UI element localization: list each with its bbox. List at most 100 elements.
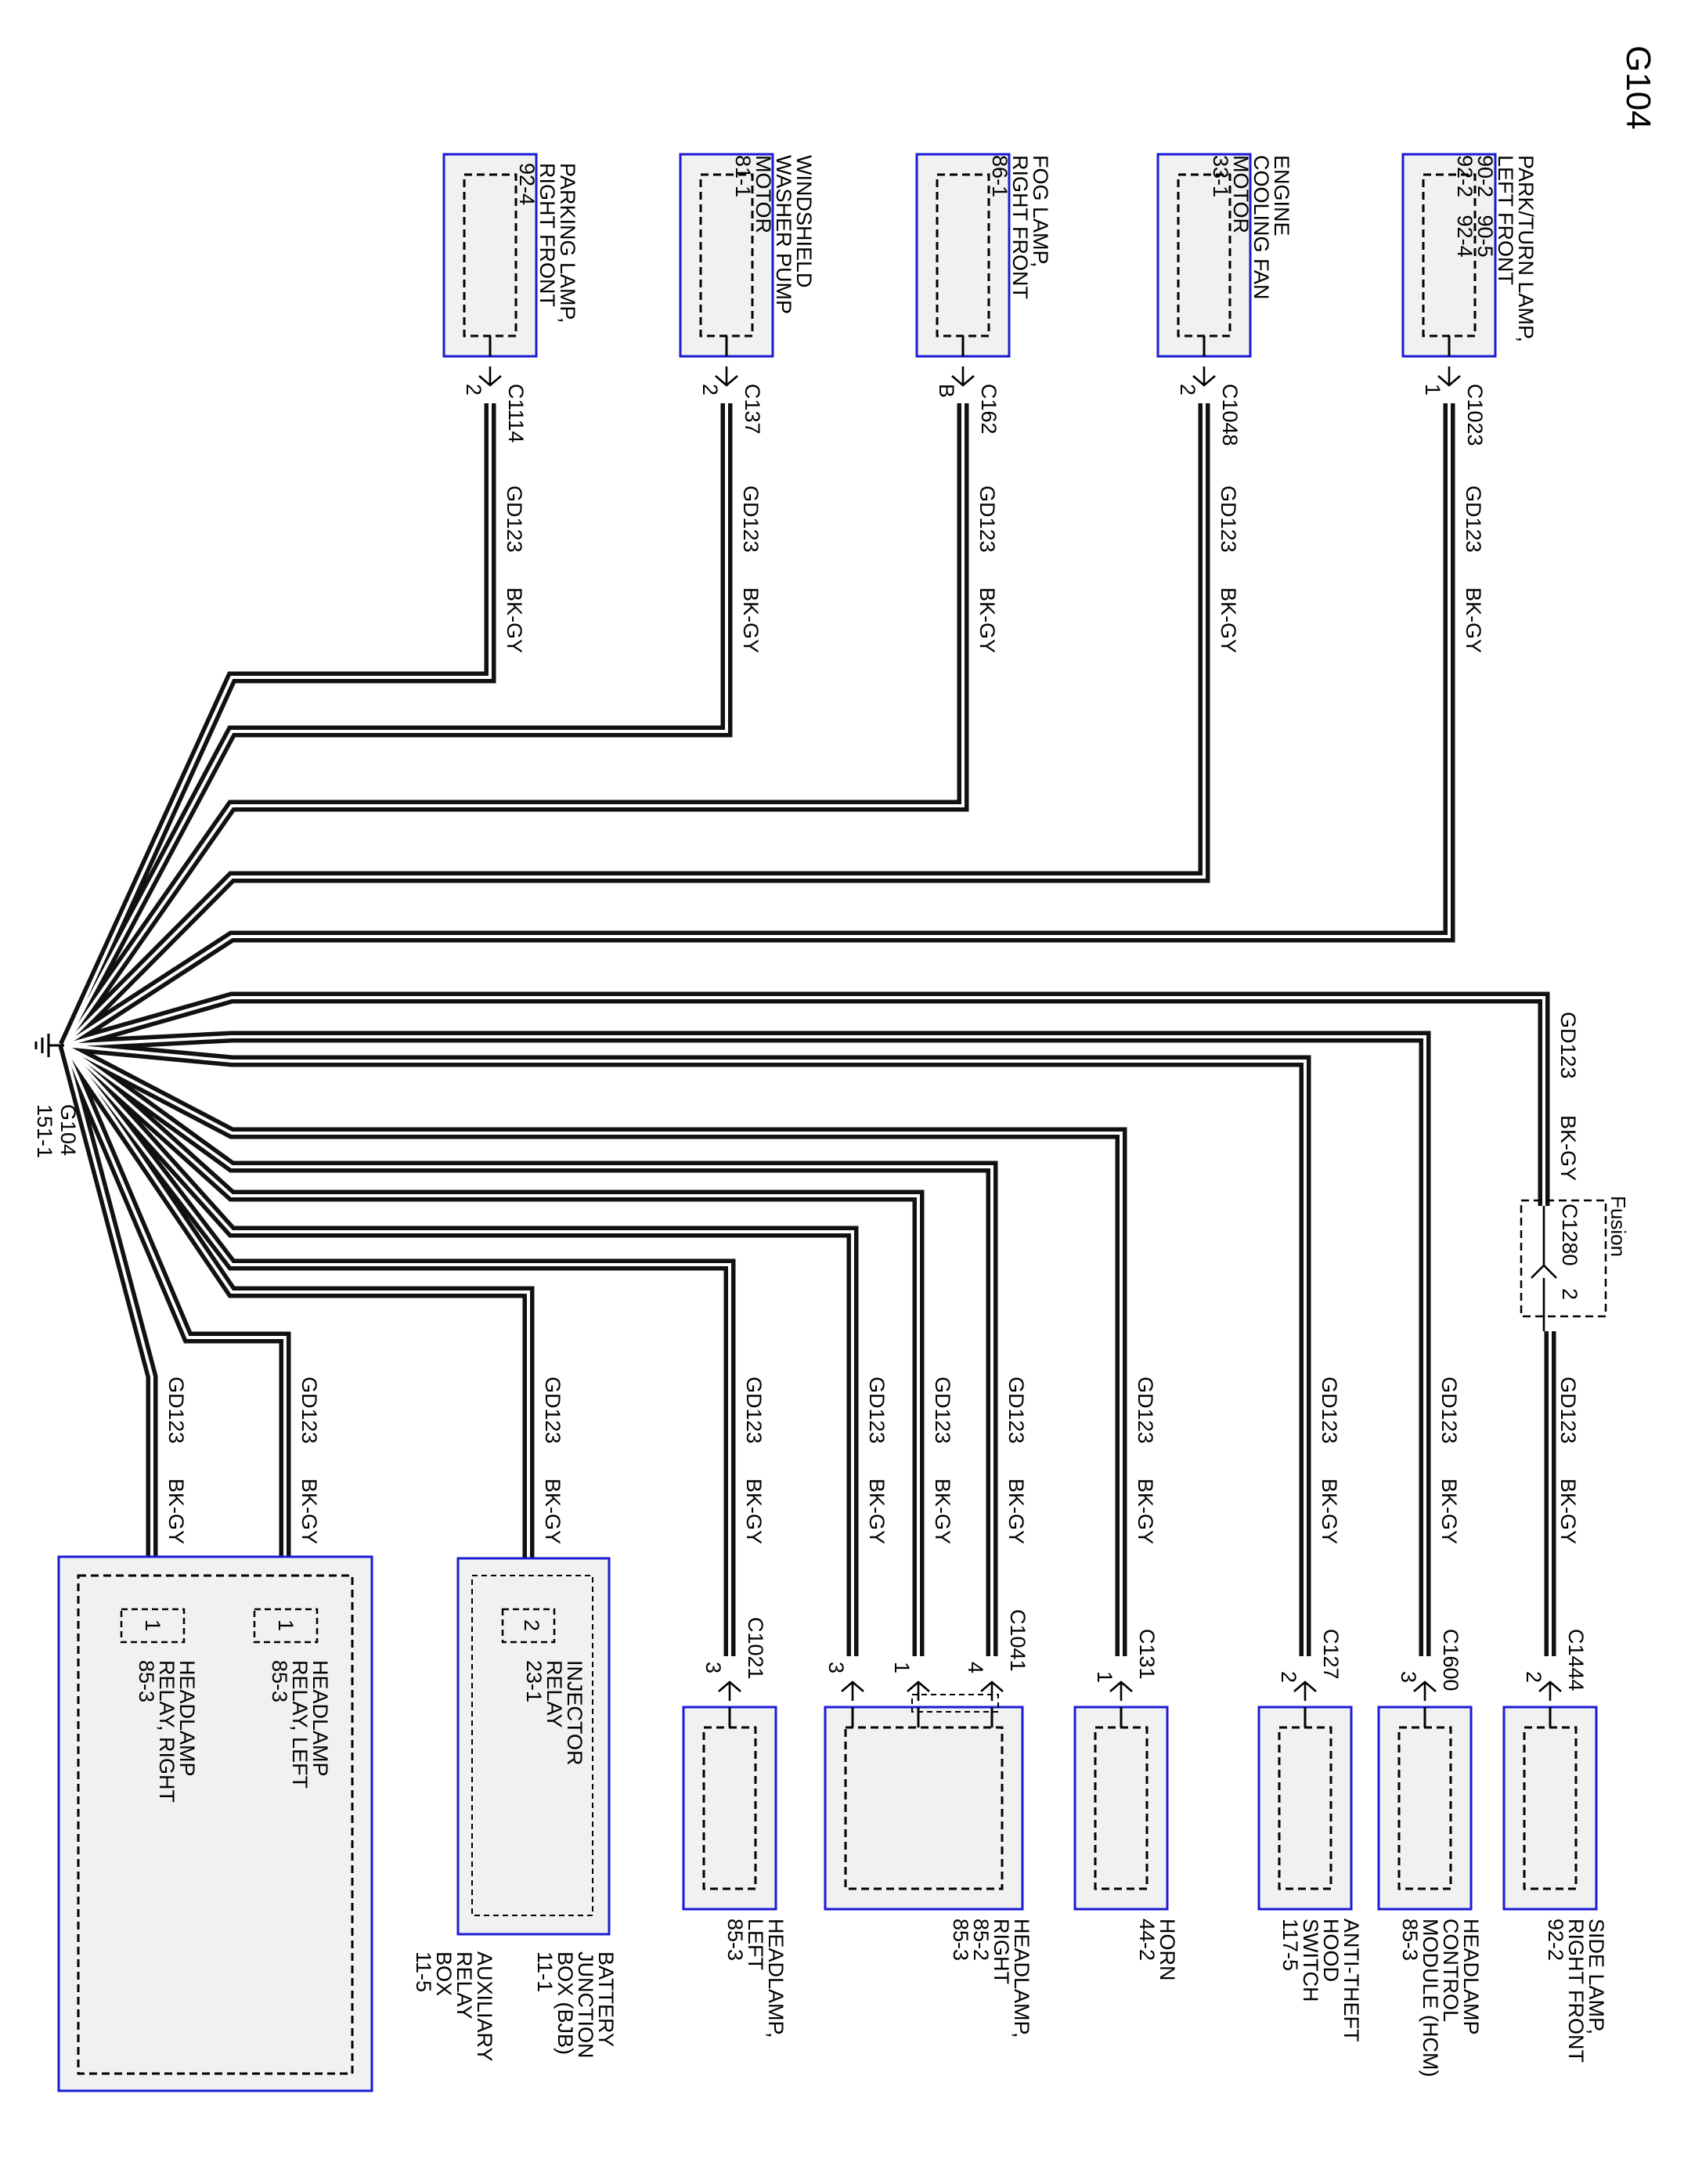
label-cooling-fan-line3: MOTOR — [1229, 155, 1253, 233]
wire-color-c1444: BK-GY — [1556, 1478, 1580, 1544]
wire-color-relay-left: BK-GY — [297, 1478, 321, 1544]
wire-color-c1280-upper: BK-GY — [1556, 1115, 1580, 1181]
wire-circuit-c1600: GD123 — [1437, 1377, 1461, 1444]
pin-c1048: 2 — [1176, 384, 1199, 395]
wire-circuit-c1041-4: GD123 — [1004, 1377, 1028, 1444]
pin-c1021: 3 — [701, 1662, 725, 1673]
label-washer-pump-line2: WASHER PUMP — [772, 155, 795, 314]
label-injector-relay-line3: 23-1 — [522, 1660, 546, 1702]
label-arb-line2: RELAY — [453, 1951, 476, 2020]
label-hcm-line4: 85-3 — [1398, 1919, 1422, 1961]
wire-circuit-c1021: GD123 — [742, 1377, 766, 1444]
wire-circuit-c1041-3: GD123 — [865, 1377, 889, 1444]
wire-color-c1023: BK-GY — [1462, 587, 1485, 653]
relay-left-pin: 1 — [274, 1619, 297, 1631]
pin-c131: 1 — [1093, 1671, 1116, 1683]
wire-circuit-c137: GD123 — [739, 486, 763, 553]
wire-color-c1021: BK-GY — [742, 1478, 766, 1544]
wire-circuit-c1023: GD123 — [1462, 486, 1485, 553]
label-parking-lamp-line3: 92-4 — [515, 163, 539, 205]
label-relay-right-line1: HEADLAMP — [175, 1660, 199, 1777]
label-fog-lamp-line1: FOG LAMP, — [1029, 155, 1052, 268]
label-park-turn-line4: 92-2 92-4 — [1453, 155, 1477, 258]
label-bjb-line4: 11-1 — [533, 1951, 557, 1992]
wire-circuit-c131: GD123 — [1134, 1377, 1157, 1444]
label-relay-left-line2: RELAY, LEFT — [288, 1660, 312, 1789]
component-battery-junction-box — [456, 1557, 611, 1936]
component-engine-cooling-fan — [1156, 153, 1252, 358]
wire-circuit-c1114: GD123 — [503, 486, 526, 553]
wire-circuit-c127: GD123 — [1318, 1377, 1341, 1444]
label-horn-line2: 44-2 — [1135, 1919, 1159, 1961]
label-bjb-line2: JUNCTION — [574, 1951, 597, 2059]
pin-c127: 2 — [1277, 1671, 1300, 1683]
ground-symbol — [34, 1034, 64, 1057]
pin-c1041-4: 4 — [964, 1662, 987, 1673]
label-arb-line4: 11-5 — [412, 1951, 435, 1992]
ground-id: G104 — [56, 1104, 80, 1156]
label-horn-line1: HORN — [1156, 1919, 1179, 1981]
label-relay-left-line3: 85-3 — [268, 1660, 291, 1702]
wire-c1280 — [62, 991, 1550, 1206]
label-anti-theft-line4: 117-5 — [1278, 1919, 1302, 1971]
label-headlamp-right-line1: HEADLAMP, — [1010, 1919, 1033, 2038]
component-fog-lamp-right-front — [915, 153, 1011, 358]
label-washer-pump-line3: MOTOR — [752, 155, 775, 233]
label-headlamp-right-line2: RIGHT — [990, 1919, 1013, 1984]
label-bjb-line1: BATTERY — [594, 1951, 618, 2047]
wire-color-injector-relay: BK-GY — [541, 1478, 564, 1544]
wire-color-c1600: BK-GY — [1437, 1478, 1461, 1544]
wire-bundle — [58, 403, 1556, 1656]
pin-c162: B — [935, 384, 958, 398]
label-headlamp-right-line4: 85-3 — [949, 1919, 972, 1961]
connector-c1048: C1048 — [1218, 384, 1242, 446]
connector-c127: C127 — [1319, 1629, 1343, 1680]
pin-c1600: 3 — [1397, 1671, 1420, 1683]
wire-color-relay-right: BK-GY — [164, 1478, 188, 1544]
wire-circuit-relay-left: GD123 — [297, 1377, 321, 1444]
label-hcm-line2: CONTROL — [1439, 1919, 1462, 2022]
relay-right-pin: 1 — [141, 1619, 164, 1631]
component-headlamp-control-module — [1377, 1706, 1473, 1911]
wire-color-c1041-4: BK-GY — [1004, 1478, 1028, 1544]
label-park-turn-line2: LEFT FRONT — [1494, 155, 1517, 285]
wire-circuit-injector-relay: GD123 — [541, 1377, 564, 1444]
label-parking-lamp-line1: PARKING LAMP, — [556, 163, 579, 323]
splice-connector: C1280 — [1558, 1204, 1581, 1266]
component-side-lamp-right-front — [1502, 1706, 1598, 1911]
connector-c1041: C1041 — [1006, 1609, 1030, 1672]
wire-color-c127: BK-GY — [1318, 1478, 1341, 1544]
wire-color-c1114: BK-GY — [503, 587, 526, 653]
injector-relay-pin: 2 — [520, 1619, 543, 1631]
connector-c1444: C1444 — [1564, 1629, 1588, 1691]
component-parking-lamp-right-front — [442, 153, 538, 358]
pin-c1041-1: 1 — [890, 1662, 914, 1673]
wire-circuit-c1280-upper: GD123 — [1556, 1012, 1580, 1079]
wire-color-c131: BK-GY — [1134, 1478, 1157, 1544]
component-park-turn-lamp-left-front — [1401, 153, 1497, 358]
wire-color-c1041-1: BK-GY — [931, 1478, 954, 1544]
connector-c162: C162 — [977, 384, 1001, 435]
label-injector-relay-line1: INJECTOR — [563, 1660, 586, 1766]
connector-c1021: C1021 — [744, 1617, 767, 1680]
label-washer-pump-line4: 81-1 — [731, 155, 755, 197]
component-headlamp-right — [824, 1694, 1024, 1911]
label-side-lamp-line1: SIDE LAMP, — [1585, 1919, 1608, 2034]
connector-c1600: C1600 — [1439, 1629, 1462, 1691]
wire-color-c162: BK-GY — [975, 587, 999, 653]
wire-circuit-c162: GD123 — [975, 486, 999, 553]
label-relay-left-line1: HEADLAMP — [308, 1660, 332, 1777]
connector-c1023: C1023 — [1463, 384, 1487, 446]
label-arb-line3: BOX — [432, 1951, 456, 1996]
label-park-turn-line1: PARK/TURN LAMP, — [1514, 155, 1538, 342]
component-windshield-washer-pump — [679, 153, 774, 358]
label-bjb-line3: BOX (BJB) — [554, 1951, 577, 2055]
label-side-lamp-line3: 92-2 — [1544, 1919, 1567, 1961]
relay-left-pin-box — [253, 1608, 319, 1644]
connector-c1114: C1114 — [504, 384, 528, 443]
wire-circuit-relay-right: GD123 — [164, 1377, 188, 1444]
label-relay-right-line3: 85-3 — [135, 1660, 158, 1702]
connector-c137: C137 — [741, 384, 764, 435]
